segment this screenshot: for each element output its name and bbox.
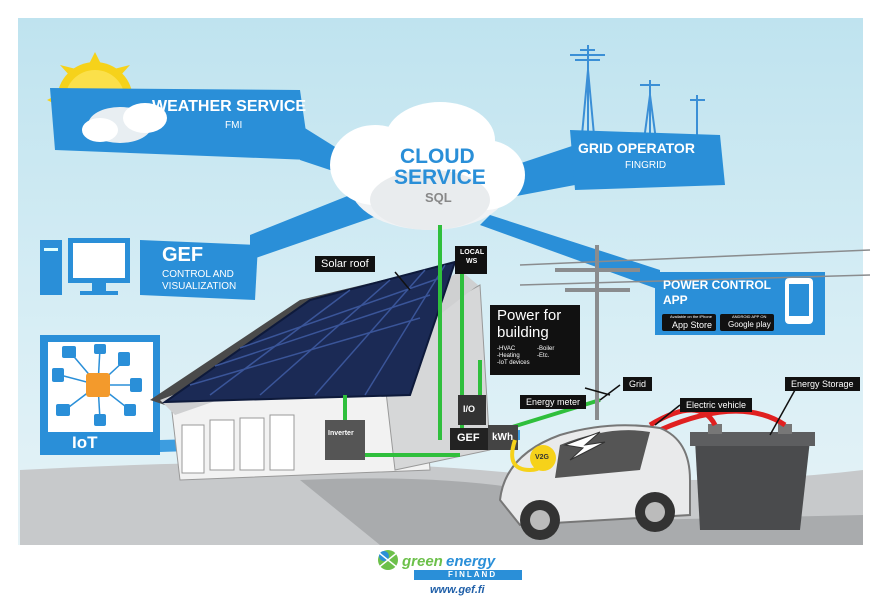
googleplay-small-text: ANDROID APP ON [732,314,767,319]
lightning-icon [563,431,606,461]
gef-sub-2: VISUALIZATION [162,281,237,292]
finland-bar [414,570,522,580]
power-building-title-2: building [497,324,549,341]
appstore-badge[interactable] [662,314,716,331]
energy-storage-label: Energy Storage [785,377,860,391]
googleplay-text: Google play [728,320,771,329]
grid-label: Grid [623,377,653,391]
cloud-service-icon [330,102,525,230]
power-app-title-2: APP [663,293,688,307]
website-link[interactable]: www.gef.fi [430,584,485,596]
brand-energy: energy [446,553,496,570]
iot-title: IoT [72,433,98,452]
local-ws-label-2: WS [466,258,478,265]
gef-ribbon [250,195,380,260]
switch-box [458,395,486,425]
power-app-title-1: POWER CONTROL [663,278,771,292]
cloud-sub: SQL [425,190,452,205]
grid-operator-banner-shape [570,130,725,190]
gef-controller-box [450,428,488,450]
gef-sub-1: CONTROL AND [162,269,234,280]
local-ws-label-1: LOCAL [460,249,485,256]
power-pylon-icons [570,45,705,141]
gef-title: GEF [162,244,204,266]
solar-roof-label: Solar roof [315,256,375,272]
brand-country: FINLAND [448,570,498,579]
cloud-title-1: CLOUD [400,145,475,168]
green-energy-logo-icon [377,550,399,570]
electric-vehicle-label: Electric vehicle [680,398,753,412]
gef-box-label: GEF [457,432,480,444]
solar-panel-array [161,260,457,404]
grid-operator-title: GRID OPERATOR [578,140,695,156]
power-building-list-right: -Boiler-Etc. [537,346,555,359]
iot-device-icons [52,344,142,426]
energy-meter-label: Energy meter [520,395,587,409]
power-building-callout [490,305,580,375]
inverter-label: Inverter [328,430,354,437]
power-building-title-1: Power for [497,307,562,324]
house-windows [181,414,295,474]
local-ws-box [455,246,487,274]
grid-operator-sub: FINGRID [625,160,667,171]
wifi-hub-icon [86,373,110,397]
appstore-text: App Store [672,320,713,330]
smartphone-icon [785,278,813,324]
googleplay-badge[interactable] [720,314,774,331]
energy-storage-battery [690,424,815,530]
gef-banner-shape [140,240,258,300]
inverter-box [325,420,365,460]
callout-pointers [394,271,796,436]
cloud-title-2: SERVICE [394,166,486,189]
weather-service-sub: FMI [225,120,243,131]
cloud-small-icon [82,103,167,143]
appstore-small-text: Available on the iPhone [670,314,712,319]
v2g-label: V2G [535,454,550,461]
v2g-badge [530,445,556,471]
weather-service-title: WEATHER SERVICE [152,98,307,115]
switch-label: I/O [463,404,476,414]
power-building-list-left: -HVAC-Heating-IoT devices [497,346,530,366]
brand-green: green [402,553,443,570]
kwh-label: kWh [492,432,514,443]
app-ribbon [480,215,660,290]
computer-icon [40,238,130,295]
